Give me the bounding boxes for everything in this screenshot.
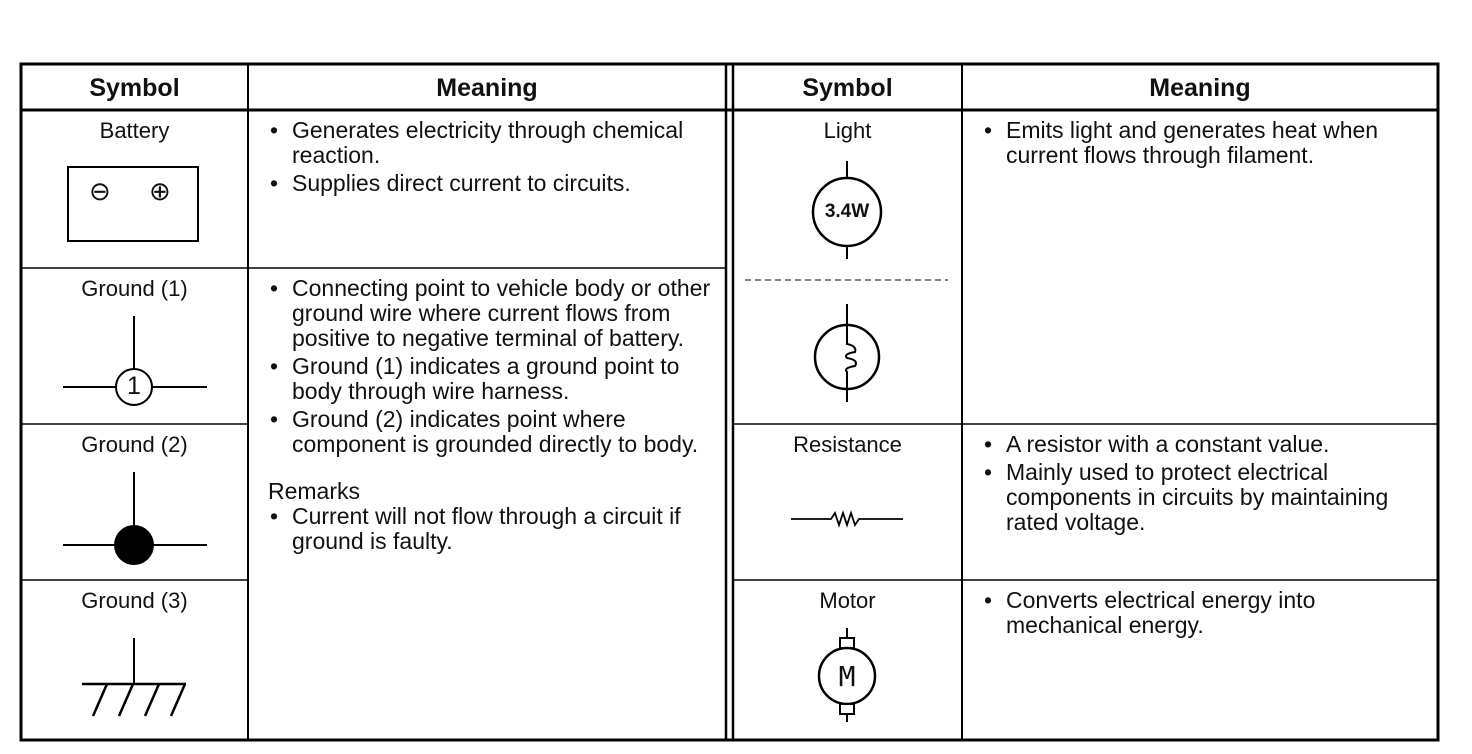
ground-meaning-item: Connecting point to vehicle body or othe… [268,276,718,351]
ground3-icon [82,638,187,717]
battery-meaning-item: Supplies direct current to circuits. [268,171,718,197]
ground2-icon [63,472,207,565]
remarks-item: Current will not flow through a circuit … [268,504,718,554]
light-label: Light [823,118,872,143]
header-meaning-left: Meaning [436,74,538,102]
header-symbol-right: Symbol [802,74,893,102]
resistance-meaning-item: A resistor with a constant value. [982,432,1427,458]
ground-meaning: Connecting point to vehicle body or othe… [268,276,718,557]
light-meaning-item: Emits light and generates heat when curr… [982,118,1427,168]
filament-bulb-icon [813,304,881,402]
header-meaning-right: Meaning [1149,74,1251,102]
resistance-label: Resistance [793,432,902,457]
ground1-icon [63,316,207,406]
battery-meaning-item: Generates electricity through chemical r… [268,118,718,168]
resistance-meaning-item: Mainly used to protect electrical compon… [982,460,1427,535]
resistance-meaning: A resistor with a constant value. Mainly… [982,432,1427,538]
motor-icon [817,628,877,722]
motor-mark: M [838,660,856,693]
ground1-mark: 1 [127,372,141,400]
ground1-label: Ground (1) [81,276,188,301]
battery-plus-icon: ⊕ [149,176,171,206]
motor-label: Motor [819,588,876,613]
header-symbol-left: Symbol [89,74,180,102]
battery-symbol: ⊖ ⊕ [67,166,199,242]
battery-label: Battery [99,118,170,143]
battery-meaning: Generates electricity through chemical r… [268,118,718,199]
remarks-title: Remarks [268,478,361,504]
ground-meaning-item: Ground (1) indicates a ground point to b… [268,354,718,404]
light-bulb-icon [811,161,883,259]
ground3-label: Ground (3) [81,588,188,613]
light-meaning: Emits light and generates heat when curr… [982,118,1427,171]
ground2-label: Ground (2) [81,432,188,457]
motor-meaning-item: Converts electrical energy into mechanic… [982,588,1427,638]
resistor-icon [791,510,903,528]
ground-meaning-item: Ground (2) indicates point where compone… [268,407,718,457]
motor-meaning: Converts electrical energy into mechanic… [982,588,1427,641]
battery-minus-icon: ⊖ [89,176,111,206]
light-rating: 3.4W [824,201,870,222]
